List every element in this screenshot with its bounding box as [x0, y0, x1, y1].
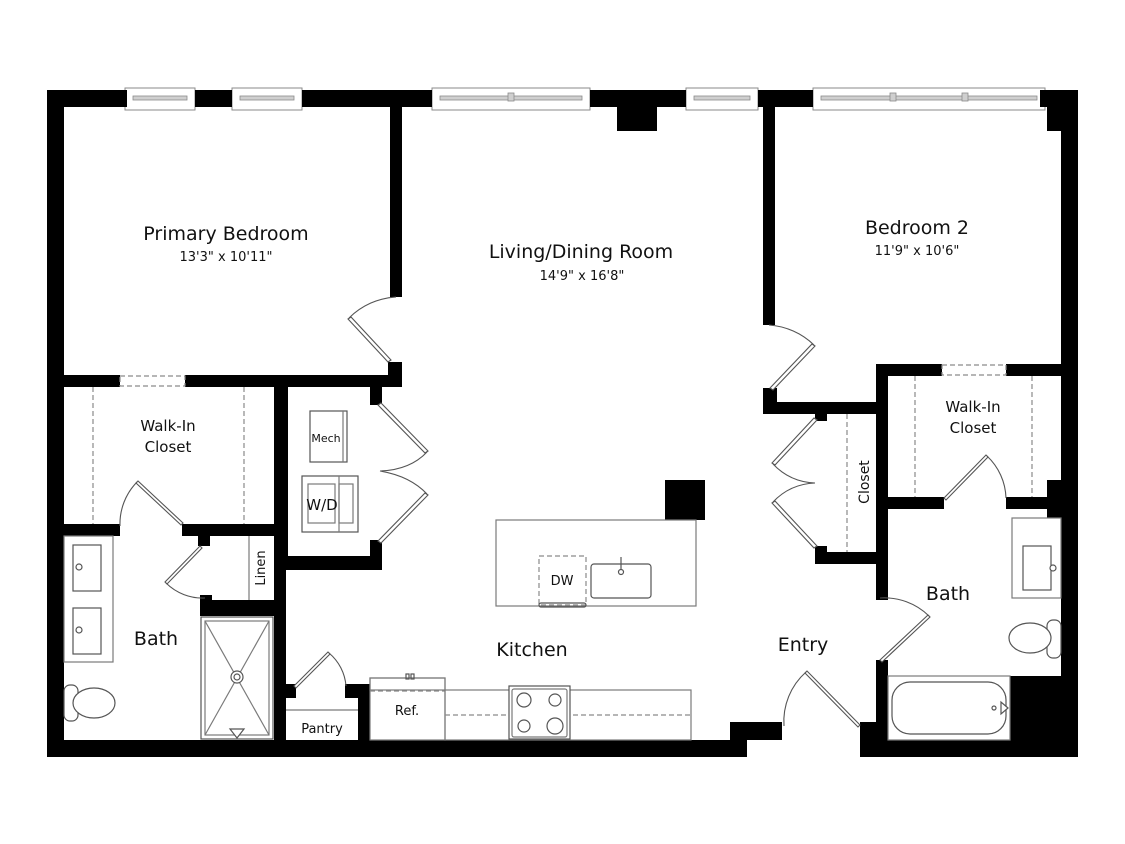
door-walkin-right[interactable]	[943, 454, 1007, 501]
doors	[119, 296, 1007, 728]
door-pantry[interactable]	[293, 651, 347, 689]
label-bedroom2: Bedroom 2	[865, 217, 969, 239]
label-living-dining: Living/Dining Room	[489, 241, 673, 263]
label-closet: Closet	[857, 460, 873, 504]
label-primary-bedroom: Primary Bedroom	[143, 223, 308, 245]
door-bath-right[interactable]	[879, 597, 931, 663]
window-primary-1	[124, 87, 196, 111]
dims-living-dining: 14'9" x 16'8"	[540, 269, 625, 284]
door-primary-bedroom[interactable]	[347, 296, 397, 363]
door-closet-bifold[interactable]	[771, 417, 818, 549]
window-primary-2	[231, 87, 303, 111]
windows	[124, 87, 1046, 111]
toilet-right-icon	[1008, 619, 1062, 659]
range-stove-icon	[508, 685, 571, 740]
shower-icon	[200, 616, 274, 740]
label-bath-right: Bath	[926, 583, 970, 605]
dims-bedroom2: 11'9" x 10'6"	[875, 244, 960, 259]
toilet-left-icon	[63, 684, 116, 722]
bathtub-icon	[887, 675, 1011, 741]
door-entry[interactable]	[783, 670, 861, 728]
label-kitchen: Kitchen	[496, 639, 567, 661]
label-washer-dryer: W/D	[306, 496, 337, 514]
label-walkin-left-2: Closet	[145, 438, 192, 456]
window-living-1	[431, 87, 591, 111]
label-pantry: Pantry	[301, 722, 343, 737]
exterior-walls	[47, 90, 1078, 757]
window-living-2	[685, 87, 759, 111]
door-bedroom2[interactable]	[768, 324, 816, 391]
label-walkin-right-1: Walk-In	[945, 398, 1000, 416]
window-bedroom2	[812, 87, 1046, 111]
door-bath-left[interactable]	[164, 545, 206, 599]
door-walkin-left[interactable]	[119, 480, 184, 527]
label-entry: Entry	[778, 634, 829, 656]
interior-walls	[64, 107, 1061, 757]
closet-details	[92, 364, 1033, 711]
label-walkin-right-2: Closet	[950, 419, 997, 437]
door-laundry-bifold[interactable]	[377, 402, 429, 544]
mech-unit	[309, 410, 348, 463]
sink-right	[1022, 545, 1052, 591]
label-linen: Linen	[254, 550, 269, 585]
label-refrigerator: Ref.	[395, 704, 419, 719]
label-mech: Mech	[311, 432, 340, 445]
label-walkin-left-1: Walk-In	[140, 417, 195, 435]
fixtures	[63, 410, 1062, 741]
dims-primary-bedroom: 13'3" x 10'11"	[180, 250, 273, 265]
label-bath-left: Bath	[134, 628, 178, 650]
label-dishwasher: DW	[551, 574, 574, 589]
room-labels: Primary Bedroom 13'3" x 10'11" Living/Di…	[134, 217, 1001, 737]
